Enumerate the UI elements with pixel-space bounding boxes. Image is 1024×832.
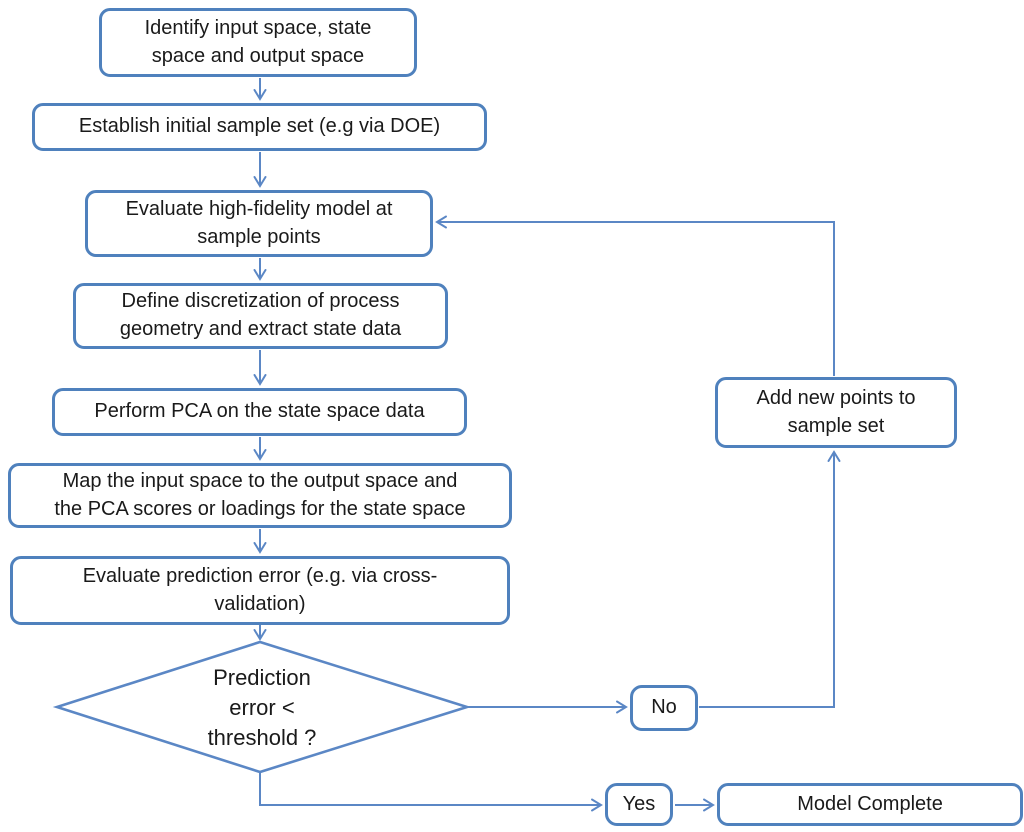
node-decision-label: Prediction error < threshold ? [207,665,317,750]
node-add-new-points: Add new points to sample set [715,377,957,448]
node-map-input-output: Map the input space to the output space … [8,463,512,528]
node-identify-spaces: Identify input space, state space and ou… [99,8,417,77]
node-perform-pca: Perform PCA on the state space data [52,388,467,436]
node-define-discretization: Define discretization of process geometr… [73,283,448,349]
arrow-no-to-addpoints [699,450,841,708]
arrow-decision-to-yes [259,772,603,812]
node-evaluate-high-fidelity: Evaluate high-fidelity model at sample p… [85,190,433,257]
node-model-complete: Model Complete [717,783,1023,826]
node-evaluate-prediction-error: Evaluate prediction error (e.g. via cros… [10,556,510,625]
node-establish-sample-set: Establish initial sample set (e.g via DO… [32,103,487,151]
node-yes: Yes [605,783,673,826]
arrow-addpoints-to-evaluate [435,215,835,376]
node-no: No [630,685,698,731]
